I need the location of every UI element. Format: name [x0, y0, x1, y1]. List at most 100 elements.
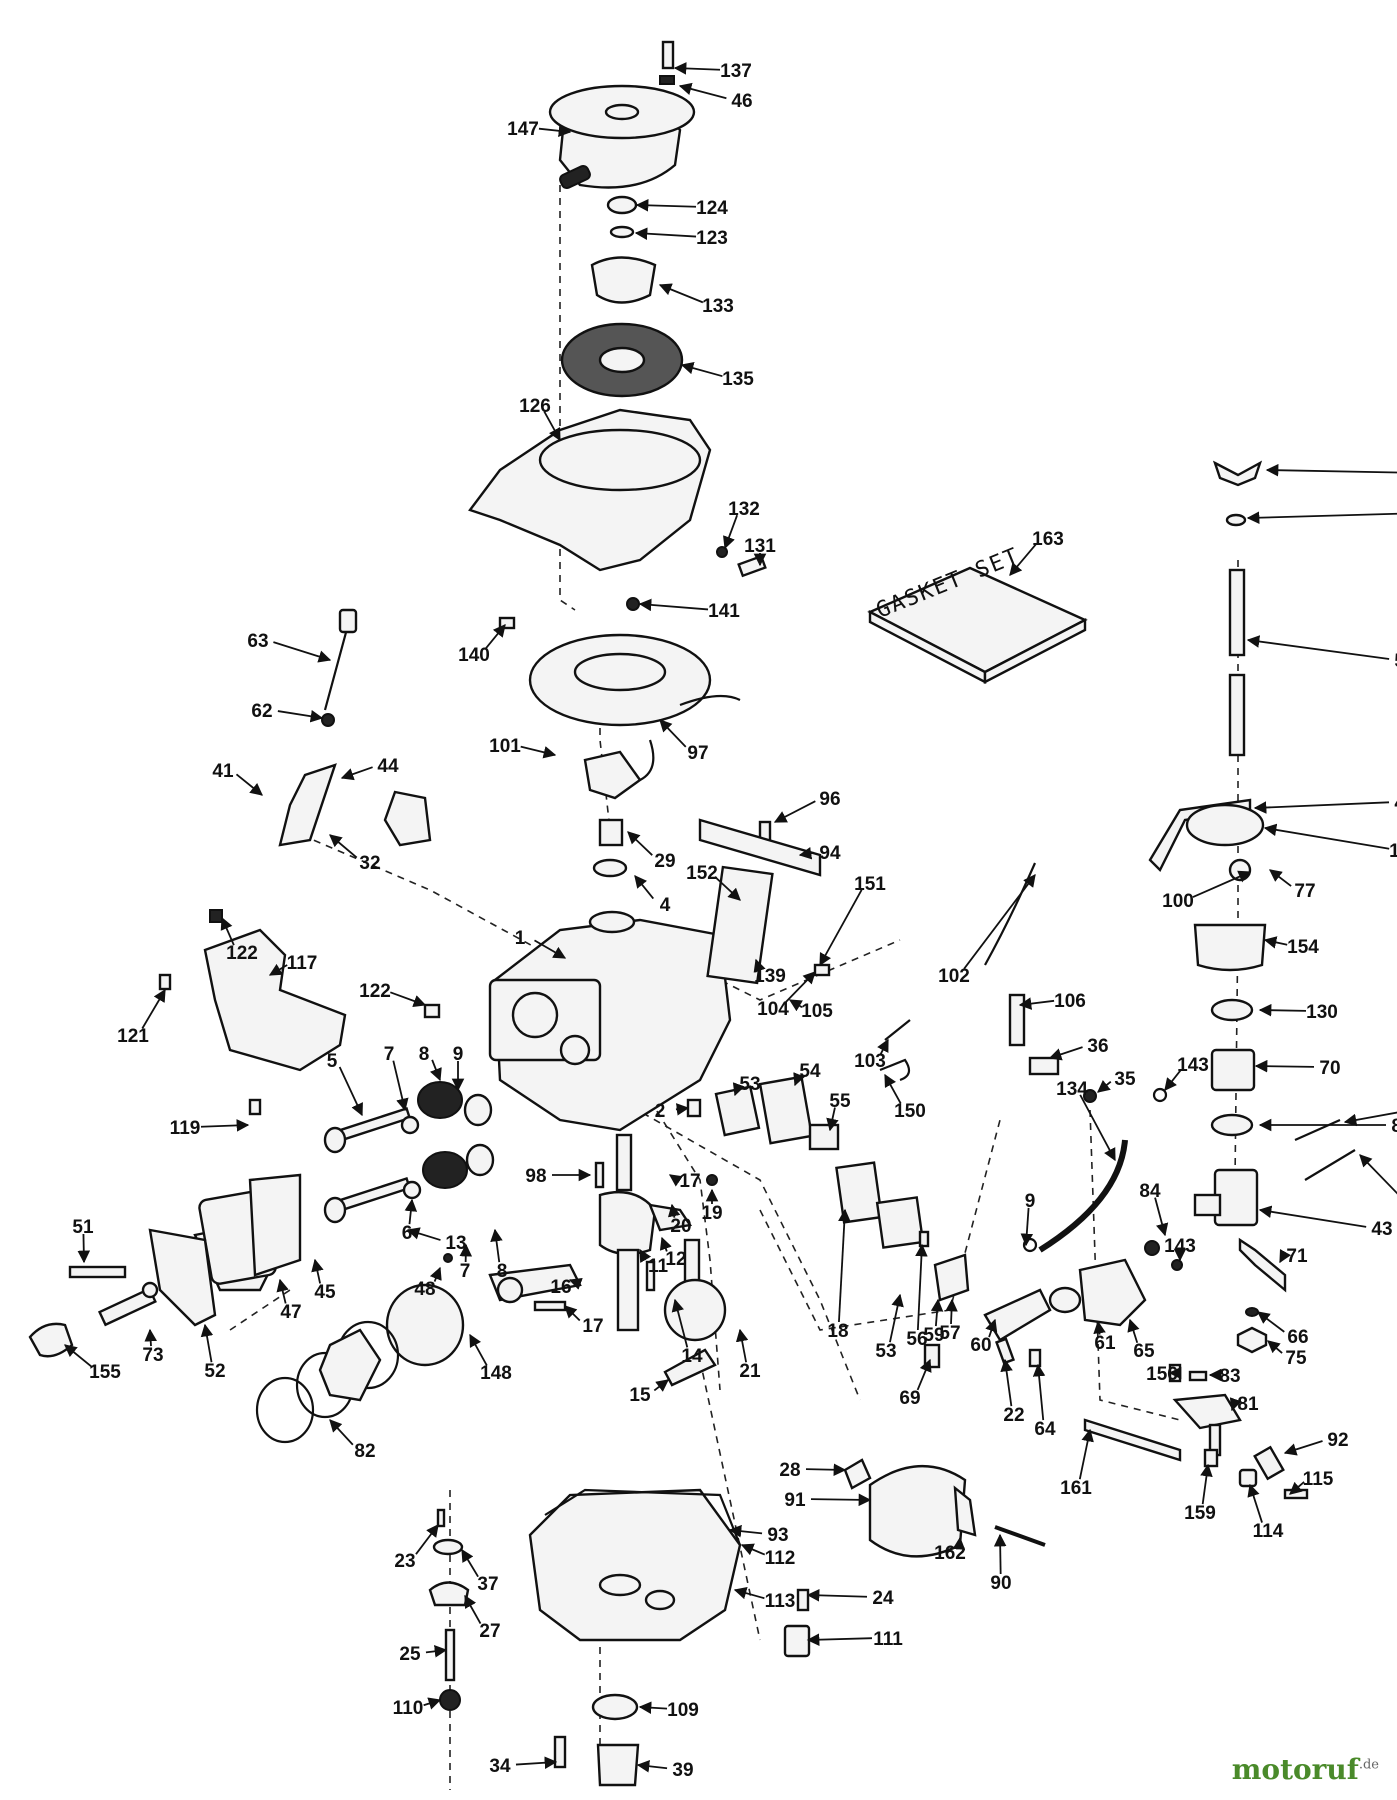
leader-line-11 — [639, 1248, 652, 1263]
part-label-103: 103 — [854, 1051, 886, 1072]
leader-line-48 — [429, 1266, 442, 1282]
part-label-55: 55 — [829, 1091, 851, 1112]
part-label-21: 21 — [739, 1361, 761, 1382]
leader-line-121 — [141, 988, 166, 1029]
leader-line-14 — [671, 1298, 689, 1348]
part-label-106: 106 — [1054, 991, 1086, 1012]
part-label-8: 8 — [419, 1044, 430, 1065]
part-label-101: 101 — [489, 736, 521, 757]
leader-line-37 — [461, 1548, 479, 1578]
part-label-141: 141 — [708, 601, 740, 622]
leader-line-162 — [952, 1536, 966, 1550]
leader-line-117 — [268, 963, 288, 976]
part-label-41: 41 — [212, 761, 234, 782]
part-label-119: 119 — [170, 1118, 201, 1139]
leader-line-141 — [638, 598, 709, 612]
part-label-139: 139 — [754, 966, 786, 987]
leader-line-113 — [733, 1587, 765, 1600]
part-label-46: 46 — [731, 91, 752, 112]
leader-line-61 — [1093, 1320, 1106, 1335]
part-label-84: 84 — [1139, 1181, 1161, 1202]
part-label-8: 8 — [497, 1261, 508, 1282]
part-label-7: 7 — [384, 1044, 395, 1065]
part-label-43: 43 — [1371, 1219, 1392, 1240]
leader-line-60 — [985, 1318, 998, 1338]
part-label-123: 123 — [696, 228, 728, 249]
leader-line-55 — [826, 1107, 839, 1132]
leader-line-17 — [564, 1305, 581, 1322]
part-label-36: 36 — [1087, 1036, 1108, 1057]
leader-line-147 — [538, 124, 572, 138]
leader-line-110 — [423, 1697, 442, 1710]
part-label-16: 16 — [550, 1277, 571, 1298]
part-label-18: 18 — [827, 1321, 848, 1342]
leader-line-56 — [915, 1243, 928, 1331]
part-label-140: 140 — [458, 645, 490, 666]
leader-line-46 — [678, 82, 727, 100]
part-label-45: 45 — [314, 1282, 336, 1303]
leader-line-100 — [1192, 870, 1252, 898]
leader-line-150 — [884, 1073, 902, 1104]
leader-line-94 — [798, 847, 815, 860]
part-label-91: 91 — [784, 1490, 806, 1511]
leader-line-123 — [634, 227, 697, 240]
leader-line-22 — [1000, 1358, 1013, 1407]
leader-line-35 — [1097, 1079, 1112, 1093]
part-label-82: 82 — [354, 1441, 375, 1462]
part-label-49: 49 — [1394, 793, 1397, 814]
part-label-150: 150 — [894, 1101, 926, 1122]
part-label-151: 151 — [854, 874, 886, 895]
part-label-17: 17 — [582, 1316, 603, 1337]
part-shapes — [28, 40, 1356, 1787]
leader-line-132 — [723, 514, 738, 550]
leader-line-137 — [673, 62, 721, 75]
part-label-98: 98 — [525, 1166, 546, 1187]
leader-line-17 — [668, 1174, 683, 1187]
part-label-155: 155 — [89, 1362, 121, 1383]
part-label-15: 15 — [629, 1385, 651, 1406]
part-label-37: 37 — [477, 1574, 498, 1595]
leader-line-151 — [819, 889, 863, 967]
part-label-24: 24 — [872, 1588, 894, 1609]
leader-line-16 — [568, 1277, 583, 1290]
leader-line-84 — [1154, 1197, 1169, 1237]
leader-line-97 — [659, 719, 687, 748]
part-label-152: 152 — [686, 863, 718, 884]
leader-line-101 — [520, 745, 557, 759]
leader-line-50 — [1246, 635, 1390, 660]
leader-line-54 — [793, 1072, 806, 1087]
leader-line-20 — [667, 1203, 681, 1218]
leader-line-70 — [1254, 1059, 1315, 1073]
part-label-133: 133 — [702, 296, 734, 317]
part-label-159: 159 — [1184, 1503, 1216, 1524]
leader-line-143 — [1164, 1068, 1182, 1091]
leader-line-154 — [1263, 936, 1288, 949]
part-label-114: 114 — [1253, 1521, 1284, 1542]
leader-line-47 — [276, 1278, 289, 1304]
part-number-labels: 1374614712412313313512613213114114016376… — [72, 61, 1397, 1781]
leader-line-71 — [1279, 1249, 1292, 1264]
part-label-92: 92 — [1327, 1430, 1348, 1451]
leader-line-53 — [732, 1082, 745, 1097]
part-label-126: 126 — [519, 396, 551, 417]
part-label-147: 147 — [507, 119, 539, 140]
leader-line-152 — [714, 876, 741, 901]
leader-line-24 — [806, 1589, 868, 1602]
leader-line-51 — [77, 1233, 91, 1264]
part-label-154: 154 — [1287, 937, 1319, 958]
leader-line-36 — [1048, 1046, 1083, 1061]
part-label-94: 94 — [819, 843, 841, 864]
part-label-83: 83 — [1219, 1366, 1240, 1387]
leader-line-43 — [1258, 1205, 1367, 1228]
part-label-148: 148 — [480, 1363, 512, 1384]
part-label-153: 153 — [1389, 841, 1397, 862]
part-label-90: 90 — [990, 1573, 1011, 1594]
leader-line-5 — [338, 1066, 363, 1117]
part-label-112: 112 — [765, 1548, 796, 1569]
leader-line-18 — [838, 1208, 851, 1323]
leader-line-66 — [1256, 1311, 1285, 1333]
leader-line-103 — [877, 1038, 889, 1055]
leader-line-106 — [1018, 997, 1055, 1010]
leader-line-133 — [658, 283, 704, 304]
